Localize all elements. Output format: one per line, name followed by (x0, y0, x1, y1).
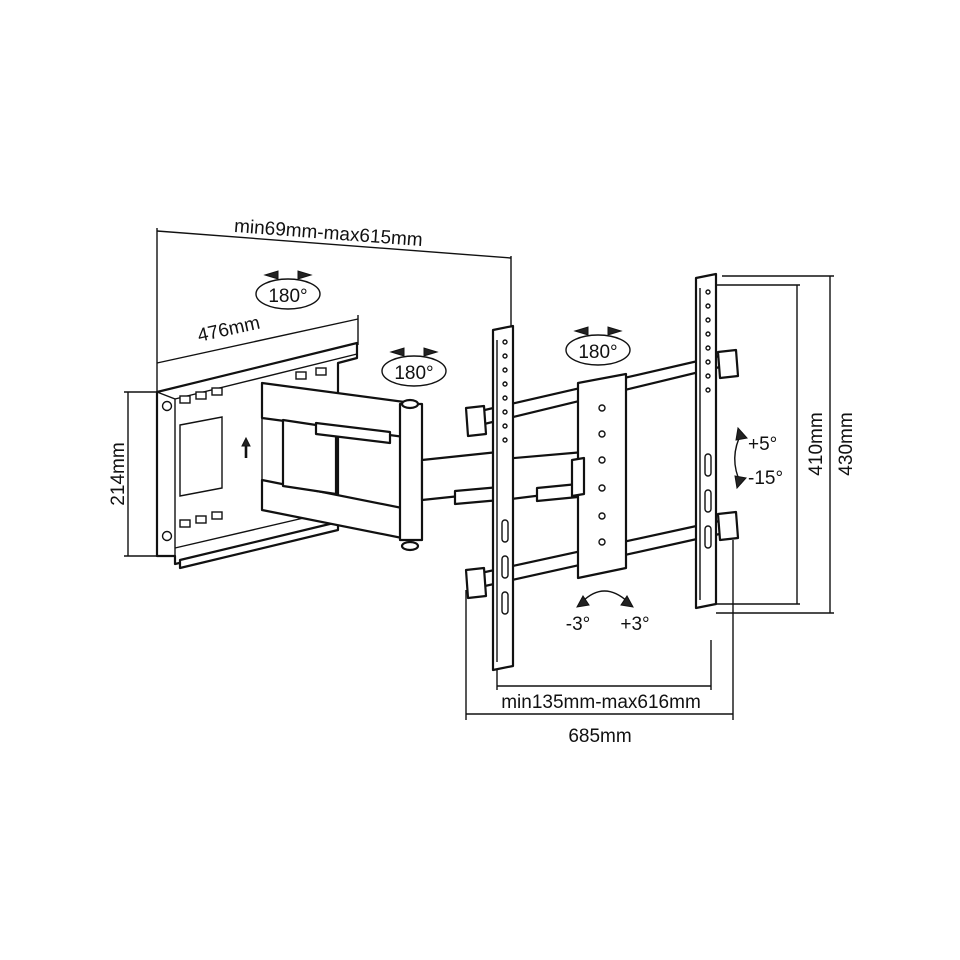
tilt-up-label: +5° (748, 434, 777, 455)
swivel-indicator-right: 180° (565, 326, 631, 366)
arm-extension-label: min69mm-max615mm (233, 216, 423, 251)
swivel-indicator-mid: 180° (381, 347, 447, 387)
vesa-height-label: 410mm (806, 412, 827, 475)
swivel-right-label: 180° (578, 342, 617, 363)
center-adapter-plate (570, 372, 628, 580)
overall-height-label: 430mm (836, 412, 857, 475)
dimension-wall-plate-height: 214mm (108, 391, 157, 557)
level-minus-label: -3° (566, 614, 591, 635)
wall-plate-height-label: 214mm (108, 442, 129, 505)
dimension-vesa-height: 410mm (714, 284, 827, 605)
swivel-left-label: 180° (268, 286, 307, 307)
overall-width-label: 685mm (568, 726, 631, 747)
tv-bracket-left (464, 324, 515, 672)
bracket-spacing-label: min135mm-max616mm (501, 692, 701, 713)
dimension-overall-width: 685mm (465, 540, 734, 747)
swivel-indicator-left: 180° (255, 270, 321, 310)
level-indicator: -3° +3° (566, 590, 650, 635)
tilt-down-label: -15° (748, 468, 783, 489)
tv-bracket-right (694, 272, 740, 610)
dimension-overall-height: 430mm (716, 275, 857, 614)
swing-arm (260, 381, 586, 552)
level-plus-label: +3° (620, 614, 649, 635)
tilt-indicator: +5° -15° (734, 426, 783, 490)
swivel-mid-label: 180° (394, 363, 433, 384)
dimension-bracket-spacing: min135mm-max616mm (496, 640, 712, 713)
